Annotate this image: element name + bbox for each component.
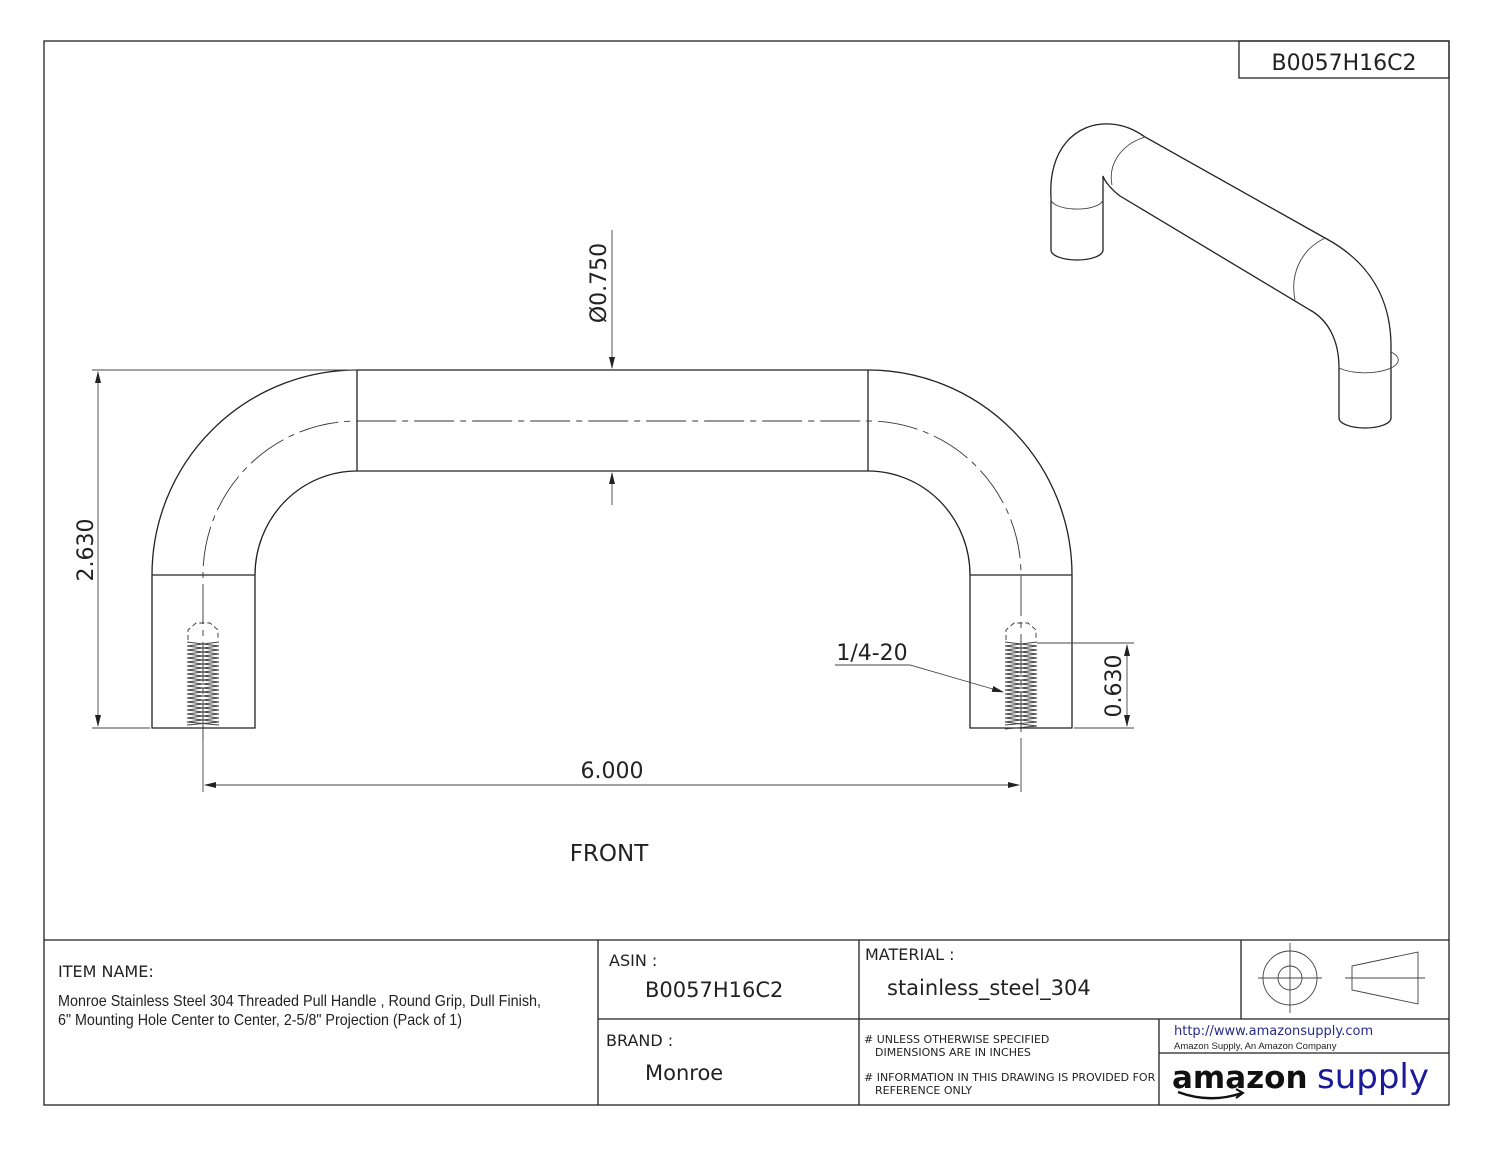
- asin-value: B0057H16C2: [645, 978, 783, 1002]
- front-view: [151, 369, 1073, 740]
- website-url[interactable]: http://www.amazonsupply.com: [1174, 1024, 1373, 1039]
- material-value: stainless_steel_304: [887, 976, 1091, 1001]
- height-dimension-text: 2.630: [74, 519, 99, 582]
- dimension-center-to-center: 6.000: [202, 740, 1022, 792]
- brand-value: Monroe: [645, 1061, 723, 1085]
- dimension-height: 2.630: [74, 369, 357, 729]
- dimension-thread-depth: 0.630: [1037, 642, 1134, 729]
- amazon-supply-logo: amazon supply: [1172, 1057, 1429, 1100]
- item-name-label: ITEM NAME:: [58, 962, 154, 981]
- view-label: FRONT: [570, 841, 650, 867]
- note-reference-line1: # INFORMATION IN THIS DRAWING IS PROVIDE…: [864, 1071, 1156, 1084]
- projection-symbol-icon: [1258, 943, 1425, 1013]
- part-number: B0057H16C2: [1272, 51, 1417, 76]
- isometric-view: [1050, 123, 1399, 429]
- asin-label: ASIN :: [609, 951, 657, 970]
- note-units-line1: # UNLESS OTHERWISE SPECIFIED: [864, 1033, 1049, 1046]
- amazon-smile-icon: [1177, 1090, 1243, 1100]
- note-reference-line2: REFERENCE ONLY: [875, 1084, 972, 1097]
- material-label: MATERIAL :: [865, 945, 955, 964]
- dimension-diameter: Ø0.750: [587, 230, 615, 505]
- brand-label: BRAND :: [606, 1031, 673, 1050]
- item-name-line1: Monroe Stainless Steel 304 Threaded Pull…: [58, 993, 541, 1010]
- thread-right: [1004, 622, 1038, 730]
- thread-depth-dimension-text: 0.630: [1102, 655, 1127, 718]
- company-tagline: Amazon Supply, An Amazon Company: [1174, 1041, 1337, 1052]
- title-block: ITEM NAME: Monroe Stainless Steel 304 Th…: [44, 939, 1449, 1105]
- diameter-dimension-text: Ø0.750: [587, 243, 612, 323]
- item-name-line2: 6" Mounting Hole Center to Center, 2-5/8…: [58, 1012, 462, 1029]
- thread-callout-text: 1/4-20: [836, 641, 907, 666]
- center-to-center-dimension-text: 6.000: [581, 759, 644, 784]
- logo-amazon: amazon: [1172, 1060, 1308, 1096]
- logo-supply: supply: [1317, 1057, 1429, 1097]
- note-units-line2: DIMENSIONS ARE IN INCHES: [875, 1046, 1031, 1059]
- thread-left: [186, 622, 220, 726]
- part-number-box: [1238, 40, 1450, 79]
- sheet-border: [43, 40, 1450, 1106]
- thread-callout: 1/4-20: [835, 641, 1004, 693]
